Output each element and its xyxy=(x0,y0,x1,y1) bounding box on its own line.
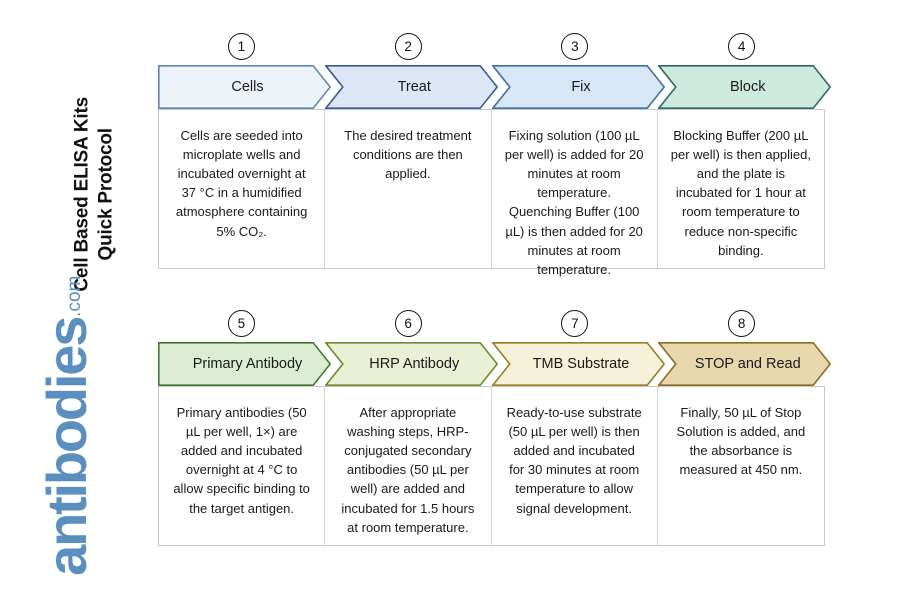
chevron-shape xyxy=(658,65,832,109)
chevron-shape xyxy=(491,65,665,109)
chevron-label: Fix xyxy=(571,79,591,95)
chevron-bar: Primary Antibody HRP Antibody TMB Substrat… xyxy=(158,342,848,386)
step-number-4: 4 xyxy=(728,33,756,60)
chevron-label: Block xyxy=(730,79,766,95)
step-number-3: 3 xyxy=(561,33,589,60)
step-number-group: 1 2 3 4 xyxy=(158,33,848,65)
chevron-label: HRP Antibody xyxy=(369,356,460,372)
step-number-label: 5 xyxy=(237,316,246,331)
step-number-label: 2 xyxy=(404,39,412,54)
chevron-step-8[interactable]: STOP and Read xyxy=(658,342,832,386)
chevron-shape xyxy=(324,65,498,109)
detail-text: After appropriate washing steps, HRP-con… xyxy=(341,405,475,535)
protocol-row-2: 5 6 7 8 Primary Antibody HRP Antibody TMB Sub… xyxy=(158,310,848,546)
protocol-row-1: 1 2 3 4 Cells Treat Fix Block Cells are seeded… xyxy=(158,33,848,277)
detail-text: Fixing solution (100 µL per well) is add… xyxy=(504,128,644,277)
detail-cell-step-1: Cells are seeded into microplate wells a… xyxy=(159,110,326,268)
chevron-label: Cells xyxy=(231,79,264,95)
chevron-shape xyxy=(324,342,498,386)
left-rail: Cell Based ELISA Kits Quick Protocol ant… xyxy=(0,0,155,594)
chevron-label: Primary Antibody xyxy=(192,356,303,372)
detail-text: Cells are seeded into microplate wells a… xyxy=(175,128,308,239)
chevron-bar: Cells Treat Fix Block xyxy=(158,65,848,109)
chevron-step-7[interactable]: TMB Substrate xyxy=(491,342,665,386)
detail-text: Primary antibodies (50 µL per well, 1×) … xyxy=(173,405,310,516)
chevron-shape xyxy=(491,342,665,386)
brand-name: antibodies xyxy=(35,317,99,576)
step-number-label: 4 xyxy=(737,39,746,54)
step-number-6: 6 xyxy=(394,310,422,337)
detail-bar: Primary antibodies (50 µL per well, 1×) … xyxy=(158,386,825,546)
chevron-label: STOP and Read xyxy=(694,356,801,372)
step-number-label: 8 xyxy=(737,316,746,331)
step-number-label: 7 xyxy=(571,316,579,331)
chevron-step-1[interactable]: Cells xyxy=(158,65,331,109)
step-number-2: 2 xyxy=(394,33,422,60)
chevron-shape xyxy=(158,342,331,386)
step-number-group: 5 6 7 8 xyxy=(158,310,848,342)
chevron-shape xyxy=(158,65,331,109)
chevron-step-4[interactable]: Block xyxy=(658,65,832,109)
chevron-step-5[interactable]: Primary Antibody xyxy=(158,342,331,386)
detail-cell-step-4: Blocking Buffer (200 µL per well) is the… xyxy=(658,110,824,268)
chevron-step-6[interactable]: HRP Antibody xyxy=(324,342,498,386)
step-number-label: 3 xyxy=(571,39,579,54)
step-number-8: 8 xyxy=(728,310,756,337)
chevron-label: TMB Substrate xyxy=(532,356,630,372)
chevron-label: Treat xyxy=(397,79,431,95)
chevron-step-3[interactable]: Fix xyxy=(491,65,665,109)
detail-text: Blocking Buffer (200 µL per well) is the… xyxy=(670,128,811,258)
detail-text: Ready-to-use substrate (50 µL per well) … xyxy=(506,405,642,516)
detail-cell-step-8: Finally, 50 µL of Stop Solution is added… xyxy=(658,387,824,545)
step-number-label: 6 xyxy=(404,316,412,331)
detail-cell-step-6: After appropriate washing steps, HRP-con… xyxy=(325,387,492,545)
detail-cell-step-7: Ready-to-use substrate (50 µL per well) … xyxy=(492,387,658,545)
step-number-1: 1 xyxy=(227,33,255,60)
chevron-shape xyxy=(658,342,832,386)
detail-text: The desired treatment conditions are the… xyxy=(344,128,472,182)
detail-cell-step-2: The desired treatment conditions are the… xyxy=(325,110,492,268)
step-number-5: 5 xyxy=(227,310,255,337)
detail-cell-step-5: Primary antibodies (50 µL per well, 1×) … xyxy=(159,387,326,545)
brand-tld: .com xyxy=(63,275,85,317)
chevron-step-2[interactable]: Treat xyxy=(324,65,498,109)
detail-text: Finally, 50 µL of Stop Solution is added… xyxy=(676,405,806,478)
detail-cell-step-3: Fixing solution (100 µL per well) is add… xyxy=(492,110,658,277)
brand-logo: antibodies .com xyxy=(35,276,98,576)
detail-bar: Cells are seeded into microplate wells a… xyxy=(158,109,825,277)
step-number-7: 7 xyxy=(561,310,589,337)
step-number-label: 1 xyxy=(237,39,246,54)
